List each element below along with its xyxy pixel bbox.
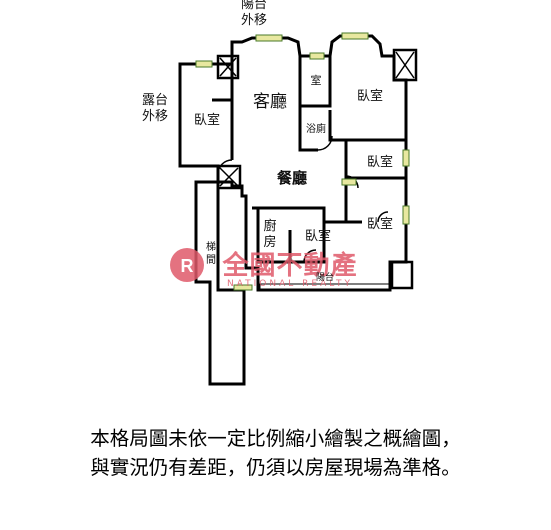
- label-bedroom-left: 臥室: [194, 112, 220, 128]
- label-bedroom-lower-right: 臥室: [367, 216, 393, 232]
- interior-walls: [212, 56, 406, 264]
- watermark-main: 全國不動產: [221, 250, 357, 281]
- watermark: R 全國不動產 NATIONAL REALTY: [170, 248, 357, 289]
- label-corridor-2: 間: [206, 254, 216, 266]
- watermark-sub: NATIONAL REALTY: [227, 279, 353, 289]
- disclaimer-line-1: 本格局圖未依一定比例縮小繪製之概繪圖，: [90, 427, 461, 450]
- disclaimer-line-2: 與實況仍有差距，仍須以房屋現場為準格。: [90, 456, 461, 479]
- label-bathroom-top: 室: [311, 73, 322, 87]
- label-kitchen-1: 廚: [263, 218, 276, 234]
- room-labels: 陽台 外移 露台 外移 客廳 餐廳 臥室 臥室 臥室 臥室 臥室 室 浴廁 廚 …: [142, 0, 393, 283]
- label-living-room: 客廳: [253, 92, 287, 112]
- label-bedroom-top-right: 臥室: [357, 88, 383, 104]
- label-corridor-1: 梯: [206, 240, 216, 253]
- doors: [217, 135, 389, 263]
- label-bathroom-mid: 浴廁: [306, 122, 326, 135]
- floor-plan: R 全國不動產 NATIONAL REALTY 陽台 外移 露台 外移 客廳 餐…: [142, 0, 418, 386]
- label-balcony-left-2: 外移: [142, 109, 168, 124]
- label-balcony-top-2: 外移: [241, 13, 267, 28]
- label-kitchen-2: 房: [263, 234, 276, 250]
- label-bedroom-mid-right: 臥室: [367, 154, 393, 170]
- label-balcony-top-1: 陽台: [241, 0, 267, 12]
- label-bottom-balcony: 陽台: [316, 271, 334, 283]
- label-dining-room: 餐廳: [277, 169, 307, 187]
- label-bedroom-center: 臥室: [305, 228, 331, 244]
- watermark-logo-icon: [170, 248, 204, 282]
- svg-text:R: R: [181, 256, 194, 276]
- shafts: [216, 48, 418, 290]
- windows: [195, 32, 410, 291]
- disclaimer: 本格局圖未依一定比例縮小繪製之概繪圖， 與實況仍有差距，仍須以房屋現場為準格。: [0, 424, 551, 482]
- label-balcony-left-1: 露台: [142, 93, 168, 108]
